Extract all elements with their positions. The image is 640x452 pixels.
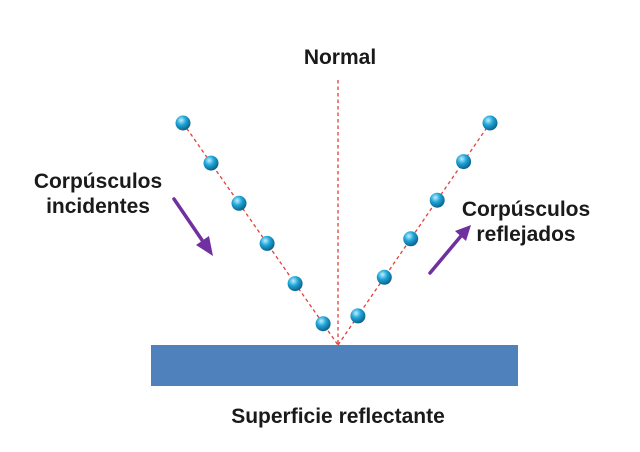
incident-path-line (182, 122, 339, 346)
particle-icon (287, 276, 303, 292)
particle-icon (203, 155, 219, 171)
reflected-label-line-2: reflejados (476, 223, 576, 246)
reflected-label: Corpúsculos reflejados (438, 197, 614, 247)
incident-particles (175, 115, 331, 332)
particle-icon (259, 235, 275, 251)
reflecting-surface (151, 345, 518, 386)
reflected-particles (350, 115, 498, 324)
particle-icon (403, 231, 419, 247)
surface-label: Superficie reflectante (231, 405, 445, 428)
reflected-arrow-icon (428, 225, 471, 275)
particle-icon (231, 195, 247, 211)
incident-label-line-2: incidentes (46, 195, 150, 218)
incident-label-line-1: Corpúsculos (33, 170, 163, 193)
incident-arrow-icon (172, 197, 213, 256)
particle-icon (175, 115, 191, 131)
particle-icon (376, 269, 392, 285)
particle-icon (482, 115, 498, 131)
particle-icon (429, 192, 445, 208)
reflected-label-line-1: Corpúsculos (461, 198, 591, 221)
particle-icon (350, 308, 366, 324)
particle-icon (315, 316, 331, 332)
incident-label: Corpúsculos incidentes (0, 169, 196, 219)
normal-label: Normal (303, 46, 377, 69)
particle-icon (456, 154, 472, 170)
